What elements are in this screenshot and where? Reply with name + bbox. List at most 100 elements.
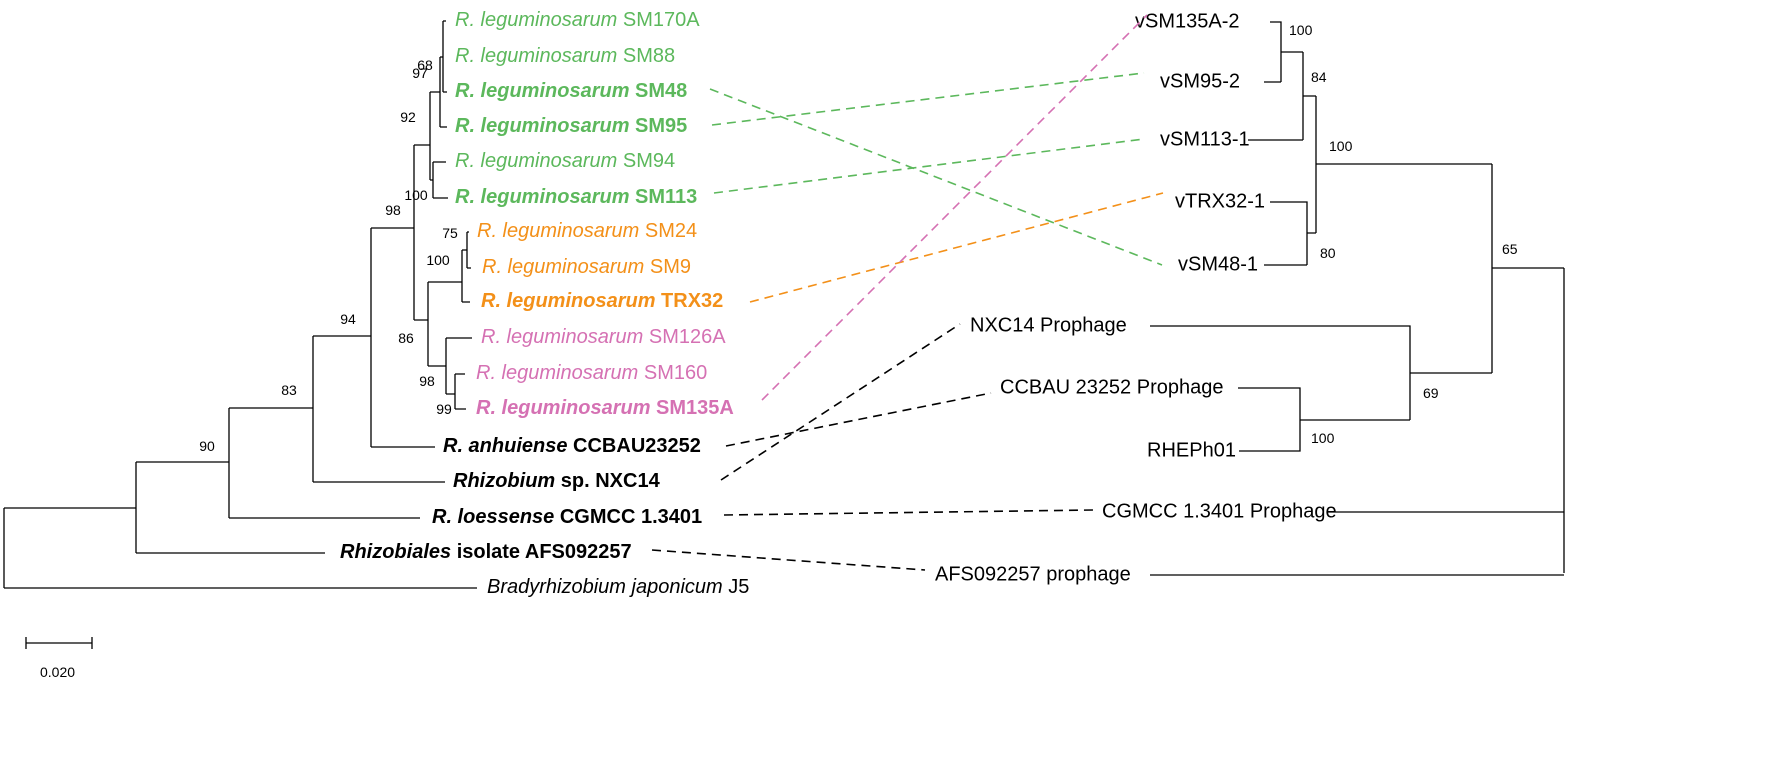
bacteria-branch	[427, 281, 462, 367]
phage-branch	[1238, 387, 1410, 452]
taxon-name: Rhizobium	[453, 470, 555, 492]
taxon-name: R. leguminosarum	[455, 186, 629, 208]
strain-name: isolate AFS092257	[451, 541, 631, 563]
host-phage-link	[651, 549, 926, 571]
host-phage-link	[725, 392, 992, 447]
strain-name: SM135A	[650, 397, 733, 419]
bacteria-tip-label: R. leguminosarum SM48	[455, 80, 687, 102]
taxon-name: R. anhuiense	[443, 435, 567, 457]
strain-name: SM170A	[617, 9, 700, 31]
bootstrap-value: 100	[1289, 22, 1313, 38]
bacteria-tip-label: R. leguminosarum SM24	[477, 220, 697, 242]
taxon-name: R. leguminosarum	[455, 150, 617, 172]
taxon-name: R. leguminosarum	[455, 45, 617, 67]
strain-name: SM113	[629, 186, 697, 208]
taxon-name: R. leguminosarum	[476, 362, 638, 384]
phage-tip-label: vSM95-2	[1160, 70, 1240, 92]
bootstrap-value: 92	[400, 109, 416, 125]
bacteria-tip-label: R. leguminosarum SM9	[482, 256, 691, 278]
bacteria-branch	[413, 144, 430, 321]
bacteria-tip-label: R. leguminosarum TRX32	[481, 290, 723, 312]
strain-name: SM9	[644, 256, 691, 278]
host-phage-links	[651, 14, 1164, 571]
strain-name: SM95	[629, 115, 687, 137]
bacteria-branch	[466, 231, 471, 269]
phage-tip-label: NXC14 Prophage	[970, 314, 1127, 336]
strain-name: SM160	[638, 362, 707, 384]
bootstrap-value: 65	[1502, 241, 1518, 257]
bacteria-branch	[228, 407, 420, 519]
bacteria-tip-label: R. leguminosarum SM160	[476, 362, 707, 384]
strain-name: sp. NXC14	[555, 470, 660, 492]
host-phage-link	[713, 138, 1145, 194]
taxon-name: R. loessense	[432, 506, 554, 528]
bootstrap-value: 98	[419, 373, 435, 389]
taxon-name: R. leguminosarum	[455, 115, 629, 137]
bootstrap-value: 94	[340, 311, 356, 327]
strain-name: SM94	[617, 150, 675, 172]
phage-labels: vSM135A-2vSM95-2vSM113-1vTRX32-1vSM48-1N…	[935, 10, 1337, 585]
bacteria-tree	[3, 20, 477, 589]
bacteria-tip-label: R. leguminosarum SM95	[455, 115, 687, 137]
phage-branch	[1491, 164, 1564, 373]
phage-tip-label: AFS092257 prophage	[935, 563, 1131, 585]
bacteria-branch	[370, 227, 435, 448]
taxon-name: R. leguminosarum	[455, 80, 629, 102]
taxon-name: R. leguminosarum	[477, 220, 639, 242]
phage-tip-label: vSM48-1	[1178, 253, 1258, 275]
host-phage-link	[749, 192, 1164, 303]
bootstrap-value: 97	[412, 65, 428, 81]
phage-branch	[1315, 96, 1492, 233]
host-phage-link	[709, 88, 1163, 266]
scale-bar-line	[25, 637, 93, 649]
taxon-name: Bradyrhizobium japonicum	[487, 576, 723, 598]
bacteria-branch	[442, 20, 447, 93]
taxon-name: Rhizobiales	[340, 541, 451, 563]
host-phage-link	[720, 323, 961, 481]
bacteria-branch	[454, 373, 466, 410]
taxon-name: R. leguminosarum	[481, 326, 643, 348]
bacteria-tip-label: R. leguminosarum SM135A	[476, 397, 734, 419]
phage-tip-label: CGMCC 1.3401 Prophage	[1102, 500, 1337, 522]
bootstrap-value: 75	[442, 225, 458, 241]
bootstrap-value: 80	[1320, 245, 1336, 261]
phage-tip-label: CCBAU 23252 Prophage	[1000, 376, 1223, 398]
phage-branch	[1264, 201, 1316, 266]
bacteria-tip-label: R. leguminosarum SM94	[455, 150, 675, 172]
bootstrap-value: 83	[281, 382, 297, 398]
bacteria-tip-label: Rhizobium sp. NXC14	[453, 470, 661, 492]
bootstrap-value: 84	[1311, 69, 1327, 85]
bacteria-tip-label: R. loessense CGMCC 1.3401	[432, 506, 702, 528]
bacteria-tip-label: R. leguminosarum SM170A	[455, 9, 700, 31]
phage-tip-label: vSM135A-2	[1135, 10, 1240, 32]
strain-name: CGMCC 1.3401	[554, 506, 702, 528]
taxon-name: R. leguminosarum	[476, 397, 650, 419]
bootstrap-value: 100	[426, 252, 450, 268]
bootstrap-value: 100	[1329, 138, 1353, 154]
taxon-name: R. leguminosarum	[455, 9, 617, 31]
bacteria-branch	[461, 249, 470, 303]
bacteria-branch	[445, 337, 472, 395]
bacteria-branch	[3, 507, 477, 589]
strain-name: CCBAU23252	[567, 435, 700, 457]
bootstrap-value: 68	[417, 57, 433, 73]
phage-tip-label: vTRX32-1	[1175, 190, 1265, 212]
host-phage-link	[711, 72, 1145, 126]
bacteria-branch	[135, 461, 325, 554]
phage-branch	[1264, 21, 1303, 83]
bootstrap-value: 69	[1423, 385, 1439, 401]
phage-tree	[1150, 21, 1565, 576]
bacteria-branch	[312, 335, 445, 483]
bootstrap-value: 98	[385, 202, 401, 218]
host-phage-link	[723, 509, 1094, 516]
bootstrap-value: 86	[398, 330, 414, 346]
phage-branch	[1150, 325, 1492, 420]
bacteria-tip-label: R. anhuiense CCBAU23252	[443, 435, 701, 457]
bacteria-tip-label: Bradyrhizobium japonicum J5	[487, 576, 749, 598]
bootstrap-value: 99	[436, 401, 452, 417]
phage-branch	[1248, 52, 1316, 141]
